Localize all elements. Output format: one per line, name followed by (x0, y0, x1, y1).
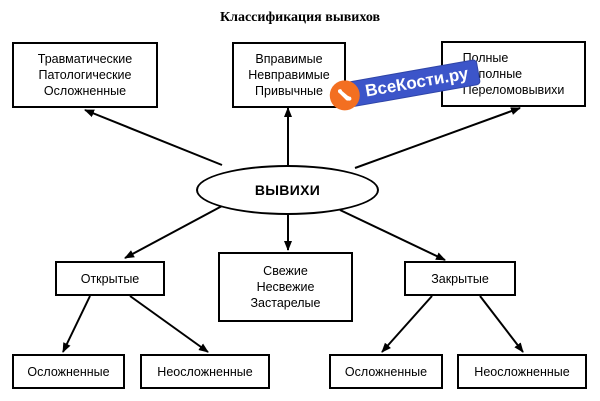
diagram-title: Классификация вывихов (219, 10, 381, 25)
box-etiology: Травматические Патологические Осложненны… (12, 42, 158, 108)
arrow-to-degree (354, 107, 521, 169)
box-line: Привычные (255, 84, 323, 98)
box-fresh: Свежие Несвежие Застарелые (218, 252, 353, 322)
center-ellipse: ВЫВИХИ (196, 165, 379, 215)
box-line: Переломовывихи (462, 83, 565, 97)
box-line: Осложненные (43, 84, 127, 98)
arrow-to-open (124, 205, 223, 259)
bone-icon (327, 78, 363, 113)
box-line: Травматические (37, 52, 133, 66)
box-line: Патологические (38, 68, 132, 82)
arrow-closed-to-uncomplicated (479, 295, 524, 353)
box-line: Несвежие (256, 280, 315, 294)
box-open-uncomplicated: Неосложненные (140, 354, 270, 389)
center-label: ВЫВИХИ (254, 182, 321, 198)
box-label: Неосложненные (157, 364, 253, 379)
box-line: Невправимые (248, 68, 330, 82)
box-open-complicated: Осложненные (12, 354, 125, 389)
box-line: Застарелые (250, 296, 321, 310)
box-line: Вправимые (255, 52, 323, 66)
box-closed-uncomplicated: Неосложненные (457, 354, 587, 389)
arrow-to-closed (339, 209, 446, 261)
box-label: Неосложненные (474, 364, 570, 379)
box-closed-complicated: Осложненные (329, 354, 443, 389)
box-label: Открытые (80, 271, 140, 286)
box-closed: Закрытые (404, 261, 516, 296)
arrow-open-to-uncomplicated (129, 295, 209, 353)
box-line: Свежие (263, 264, 308, 278)
box-label: Осложненные (344, 364, 428, 379)
box-reducibility: Вправимые Невправимые Привычные (232, 42, 346, 108)
box-label: Закрытые (431, 271, 489, 286)
box-open: Открытые (55, 261, 165, 296)
arrow-closed-to-complicated (381, 295, 433, 353)
watermark: ВсеКости.ру (327, 54, 498, 113)
arrow-to-etiology (84, 109, 223, 166)
arrow-open-to-complicated (62, 295, 91, 353)
box-label: Осложненные (27, 364, 110, 379)
